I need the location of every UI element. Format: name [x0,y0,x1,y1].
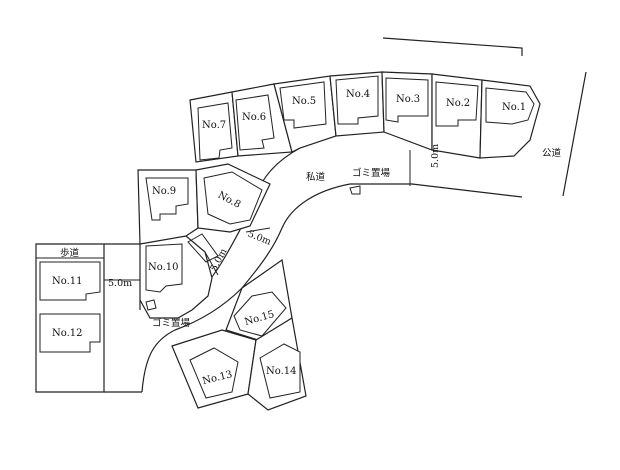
garbage-area-marker-1 [349,185,361,195]
lot-12-label: No.12 [52,328,83,339]
road-width-label-1: 5.0m [430,144,441,168]
lot-6-house [235,94,275,151]
lot-3-label: No.3 [396,94,420,105]
lot-7-house [197,102,233,161]
road-labels: 公道 私道 歩道 ゴミ置場 ゴミ置場 5.0m 5.0m 5.0m 5.0m [60,144,562,329]
middle-lots [39,163,271,353]
lot-10-house [145,243,183,293]
lot-2-house [435,81,479,127]
lot-9-house [145,177,189,221]
private-road-label: 私道 [306,171,326,183]
lot-10-driveway [187,233,219,263]
lot-5-house [279,81,327,129]
public-road-label: 公道 [542,147,562,159]
lot-12-house [39,313,101,353]
lot-4-house [335,75,379,125]
lot-10-label: No.10 [148,262,179,273]
lot-15-house [233,291,287,337]
lot-14-house [259,343,301,399]
garbage-area-label-1: ゴミ置場 [352,167,391,179]
lot-2-label: No.2 [446,98,470,109]
upper-lots [189,71,541,163]
lot-8-house [203,171,263,225]
road-width-label-2: 5.0m [246,229,272,248]
lower-lots [171,258,307,411]
lot-4-label: No.4 [346,89,370,100]
lot-3-house [385,77,429,123]
lot-5-label: No.5 [292,96,316,107]
lot-11-house [39,261,101,301]
sidewalk-label: 歩道 [60,247,80,259]
road-width-label-4: 5.0m [208,247,229,273]
lot-13-house [189,347,239,399]
lot-6-label: No.6 [242,112,266,123]
lot-11-label: No.11 [52,276,83,287]
garbage-area-label-2: ゴミ置場 [152,317,191,329]
lot-9-label: No.9 [152,186,176,197]
lot-7-label: No.7 [202,120,226,131]
road-width-label-3: 5.0m [108,278,132,289]
lot-1-house [485,87,535,125]
lot-1-label: No.1 [502,102,526,113]
garbage-area-marker-2 [145,299,157,311]
lot-14-label: No.14 [266,366,297,377]
